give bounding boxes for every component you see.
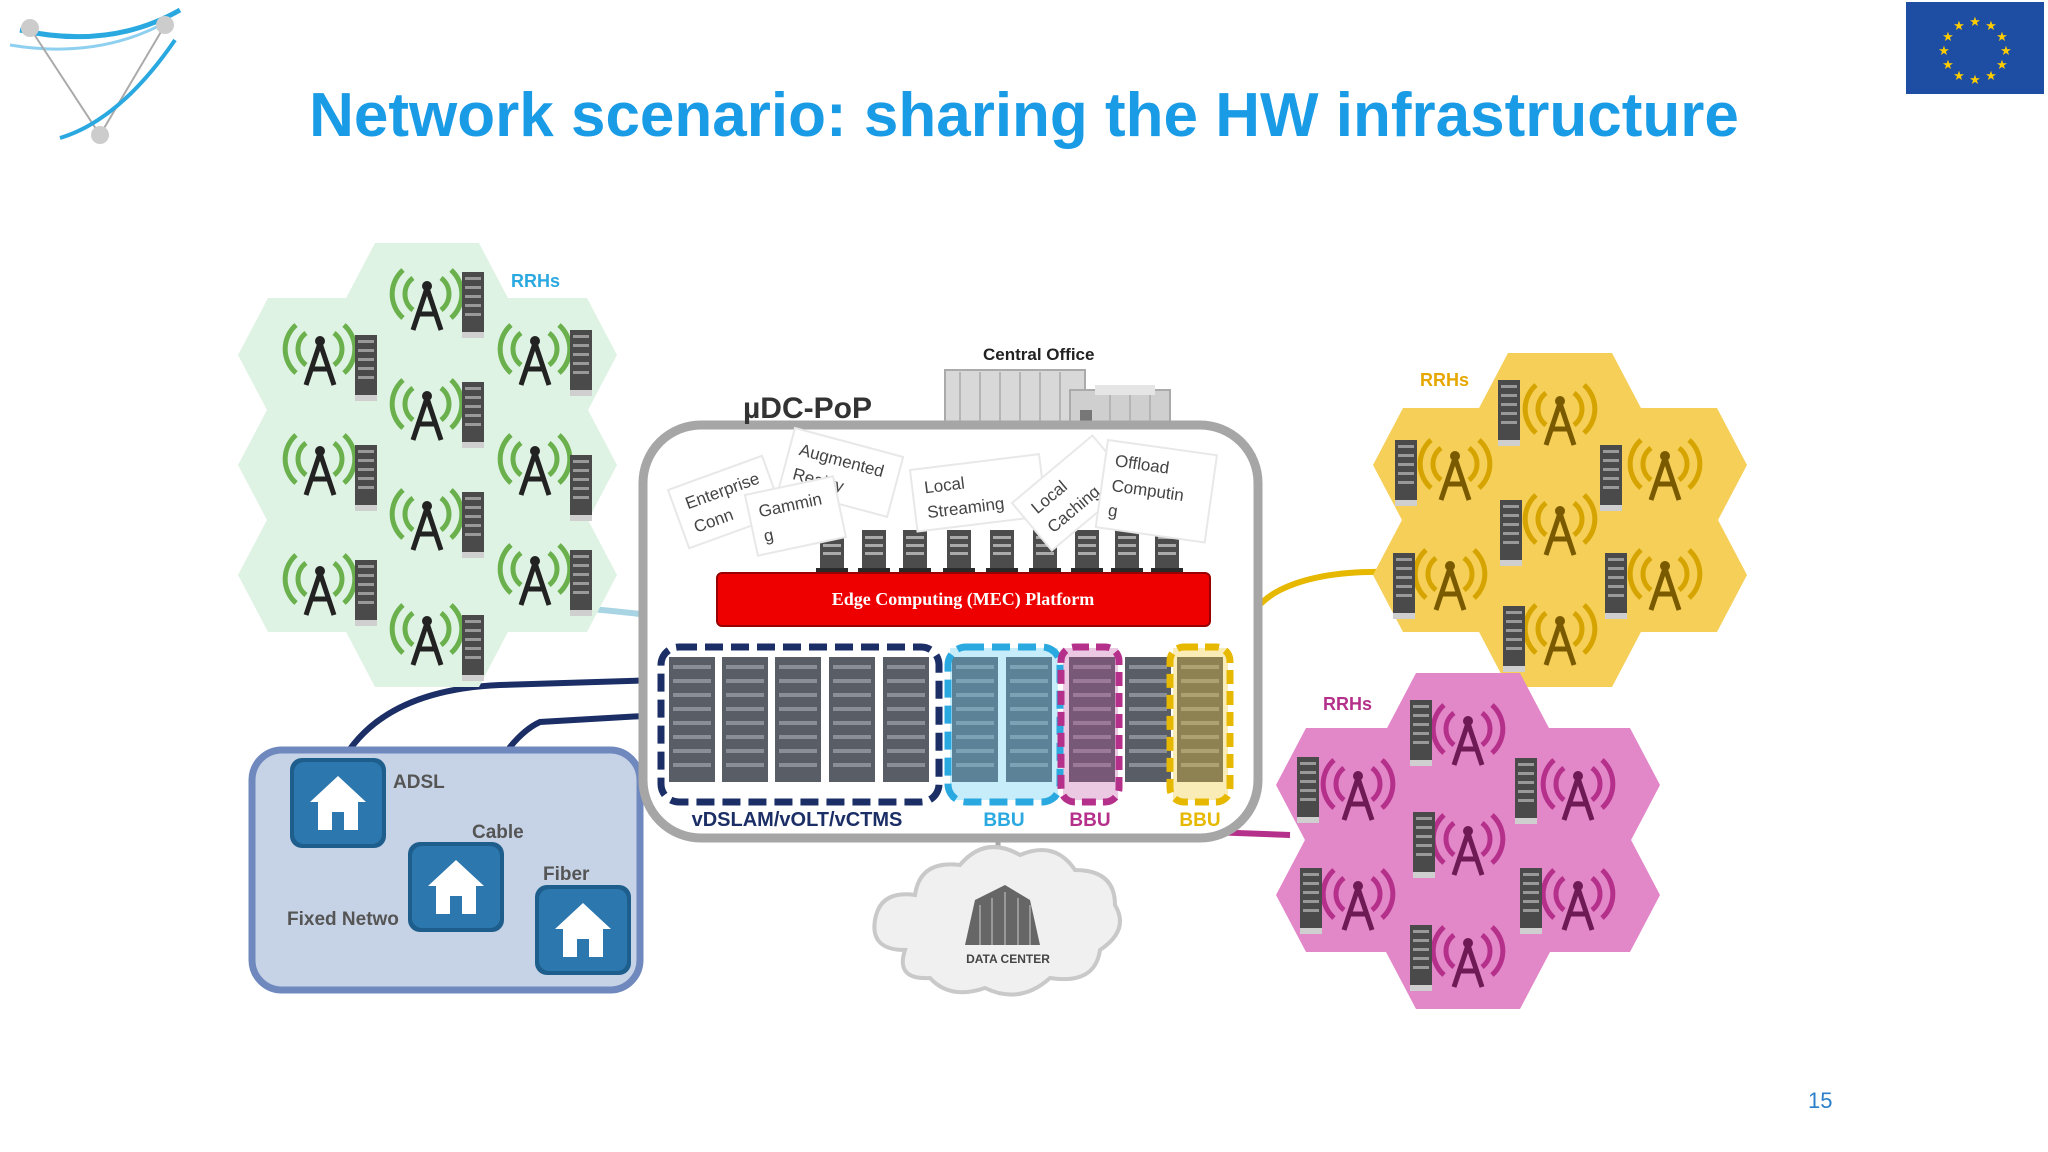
vdslam-group-box (657, 643, 943, 806)
rrhs-yellow-label: RRHs (1420, 370, 1469, 390)
svg-text:★: ★ (1985, 18, 1997, 33)
service-line: Local (923, 474, 966, 498)
svg-text:★: ★ (1942, 57, 1954, 72)
page-number: 15 (1808, 1088, 1833, 1113)
bbu-pink-overlay (1063, 648, 1118, 800)
slide-title: Network scenario: sharing the HW infrast… (309, 81, 1739, 150)
bbu-yellow-overlay (1173, 648, 1228, 800)
service-tag-local-caching: Local Caching (1010, 434, 1134, 552)
service-line: g (1107, 501, 1119, 521)
service-tag-offload-computing: Offload Computin g (1094, 438, 1219, 544)
mec-platform-label: Edge Computing (MEC) Platform (832, 589, 1094, 610)
fixed-network-label: Fixed Netwo (287, 909, 399, 930)
svg-text:★: ★ (1985, 68, 1997, 83)
svg-text:★: ★ (2000, 43, 2012, 58)
bbu-group-box-pink (1057, 643, 1123, 806)
bbu-group-box-yellow (1166, 643, 1234, 806)
service-tag-gaming: Gammin g (743, 475, 848, 557)
rrh-cluster-green (238, 243, 617, 687)
svg-text:★: ★ (1953, 18, 1965, 33)
svg-text:★: ★ (1969, 72, 1981, 87)
udc-pop-label: µDC-PoP (743, 392, 872, 425)
rrh-cluster-yellow (1373, 353, 1747, 687)
rrhs-green-label: RRHs (511, 271, 560, 291)
link-adsl (337, 677, 661, 767)
rrhs-pink-label: RRHs (1323, 694, 1372, 714)
svg-text:★: ★ (1942, 29, 1954, 44)
adsl-label: ADSL (393, 772, 445, 793)
bbu-label-pink: BBU (1069, 810, 1110, 831)
eu-flag-logo: ★★★ ★★★ ★★★ ★★★ (1906, 2, 2044, 94)
service-tag-local-streaming: Local Streaming (908, 453, 1048, 533)
mec-platform-bar (716, 572, 1211, 627)
svg-text:★: ★ (1996, 57, 2008, 72)
project-logo (9, 7, 182, 144)
service-line: g (762, 525, 775, 546)
bbu-blue-overlay (950, 648, 1058, 800)
central-office-label: Central Office (983, 345, 1094, 364)
rrh-cluster-pink (1276, 673, 1660, 1009)
data-center-label: DATA CENTER (966, 952, 1050, 966)
svg-text:★: ★ (1996, 29, 2008, 44)
cable-label: Cable (472, 822, 524, 843)
svg-text:★: ★ (1953, 68, 1965, 83)
mec-server-row (816, 530, 1183, 573)
svg-text:★: ★ (1969, 14, 1981, 29)
fixed-network-box (248, 746, 644, 994)
data-center-cloud (872, 845, 1122, 997)
bbu-label-blue: BBU (983, 810, 1024, 831)
vdslam-label: vDSLAM/vOLT/vCTMS (692, 809, 903, 831)
bbu-label-yellow: BBU (1179, 810, 1220, 831)
fiber-label: Fiber (543, 864, 590, 885)
svg-text:★: ★ (1938, 43, 1950, 58)
